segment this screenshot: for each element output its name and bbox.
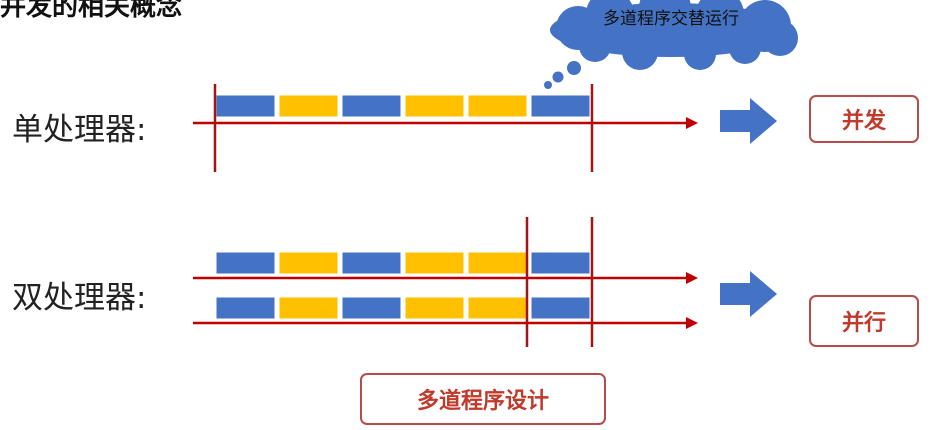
process-a-block: [215, 94, 276, 118]
process-b-block: [404, 296, 465, 320]
process-b-block: [467, 251, 528, 275]
multiprogramming-box: 多道程序设计: [360, 373, 606, 425]
cloud-note: 多道程序交替运行: [603, 9, 739, 29]
process-a-block: [341, 94, 402, 118]
process-b-block: [467, 94, 528, 118]
parallelism-box: 并行: [809, 295, 919, 347]
process-b-block: [467, 296, 528, 320]
cloud-bubble-large: [567, 61, 581, 75]
timeline-arrowhead: [686, 272, 698, 284]
concurrency-box: 并发: [809, 95, 919, 143]
cloud-bubble-small: [544, 81, 552, 89]
single-processor-timeline: [215, 94, 591, 118]
dual-processor-label: 双处理器:: [12, 280, 147, 316]
process-b-block: [278, 296, 339, 320]
process-a-block: [530, 94, 591, 118]
process-a-block: [341, 296, 402, 320]
process-b-block: [278, 251, 339, 275]
process-b-block: [404, 94, 465, 118]
timeline-arrowhead: [686, 117, 698, 129]
right-arrow-icon: [720, 98, 777, 144]
process-b-block: [278, 94, 339, 118]
cloud-body: [550, 0, 798, 70]
page-heading: 并发的相关概念: [0, 0, 183, 22]
process-a-block: [341, 251, 402, 275]
right-arrow-icon: [720, 271, 777, 317]
process-a-block: [530, 251, 591, 275]
process-a-block: [215, 251, 276, 275]
thought-cloud: [544, 0, 798, 89]
process-a-block: [530, 296, 591, 320]
process-a-block: [215, 296, 276, 320]
process-b-block: [404, 251, 465, 275]
cpu1-timeline: [215, 251, 591, 275]
cloud-bubble-medium: [552, 71, 564, 83]
cpu2-timeline: [215, 296, 591, 320]
single-processor-label: 单处理器:: [12, 112, 147, 148]
timeline-arrowhead: [686, 317, 698, 329]
